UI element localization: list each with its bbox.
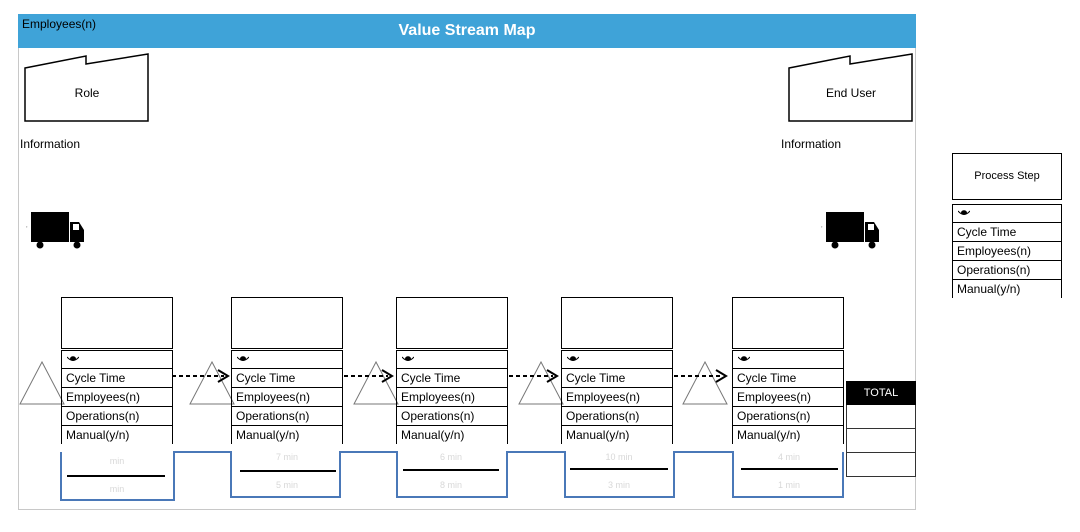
- process-step-attributes: Cycle Time Employees(n) Operations(n) Ma…: [732, 350, 844, 444]
- operations-label: Operations(n): [733, 406, 843, 425]
- employees-label: Employees(n): [733, 387, 843, 406]
- operations-label: Operations(n): [562, 406, 672, 425]
- process-step-attributes: Cycle Time Employees(n) Operations(n) Ma…: [561, 350, 673, 444]
- truck-mark-left: ,: [26, 223, 28, 229]
- legend-process-step: Process Step: [952, 153, 1062, 200]
- push-arrow-icon: [344, 369, 394, 383]
- total-cell[interactable]: [846, 453, 916, 477]
- cycle-time-label: Cycle Time: [397, 368, 507, 387]
- eye-row: [733, 350, 843, 368]
- process-step-box[interactable]: [231, 297, 343, 349]
- timeline-bottom-time: 8 min: [439, 480, 462, 490]
- customer-info-label: Information: [781, 137, 842, 151]
- eye-icon: [237, 356, 249, 361]
- operations-label: Operations(n): [232, 406, 342, 425]
- employees-label: Employees(n): [62, 387, 172, 406]
- employees-label: Employees(n): [397, 387, 507, 406]
- eye-row: [62, 350, 172, 368]
- header-bar: [18, 14, 916, 48]
- truck-icon: [826, 212, 879, 249]
- legend-employees: Employees(n): [953, 241, 1061, 260]
- cycle-time-label: Cycle Time: [733, 368, 843, 387]
- timeline-top-time: 7 min: [275, 452, 298, 462]
- timeline-top-time: 6 min: [439, 452, 462, 462]
- process-step-box[interactable]: [61, 297, 173, 349]
- manual-label: Manual(y/n): [62, 425, 172, 444]
- inventory-triangle-icon: [682, 360, 728, 405]
- eye-icon: [67, 356, 79, 361]
- eye-row: [953, 204, 1061, 222]
- process-step-box[interactable]: [396, 297, 508, 349]
- total-header: TOTAL: [846, 381, 916, 405]
- timeline-bottom-time: 3 min: [607, 480, 630, 490]
- total-cell[interactable]: [846, 429, 916, 453]
- push-arrow-icon: [674, 369, 728, 383]
- eye-icon: [958, 210, 970, 215]
- total-cell[interactable]: [846, 405, 916, 429]
- legend-attributes: Cycle Time Employees(n) Operations(n) Ma…: [952, 204, 1062, 298]
- timeline-line: [60, 451, 844, 501]
- customer-label: End User: [825, 86, 877, 100]
- vsm-frame: [18, 14, 916, 510]
- inventory-triangle-icon: [353, 360, 399, 405]
- cycle-time-label: Cycle Time: [562, 368, 672, 387]
- eye-icon: [738, 356, 750, 361]
- timeline-top-time: min: [109, 456, 125, 466]
- factory-icon: [788, 53, 913, 122]
- process-step-attributes: Cycle Time Employees(n) Operations(n) Ma…: [396, 350, 508, 444]
- manual-label: Manual(y/n): [397, 425, 507, 444]
- eye-row: [562, 350, 672, 368]
- legend-manual: Manual(y/n): [953, 279, 1061, 298]
- process-step-attributes: Cycle Time Employees(n) Operations(n) Ma…: [61, 350, 173, 444]
- process-step-box[interactable]: [561, 297, 673, 349]
- eye-icon: [402, 356, 414, 361]
- operations-label: Operations(n): [397, 406, 507, 425]
- header-left-label: Employees(n): [22, 17, 97, 31]
- operations-label: Operations(n): [62, 406, 172, 425]
- timeline-bottom-time: 1 min: [777, 480, 800, 490]
- page-title: Value Stream Map: [398, 22, 536, 39]
- supplier-label: Role: [74, 86, 100, 100]
- timeline-bottom-time: 5 min: [275, 480, 298, 490]
- eye-row: [397, 350, 507, 368]
- truck-icon: [31, 212, 84, 249]
- manual-label: Manual(y/n): [562, 425, 672, 444]
- inventory-triangle-icon: [518, 360, 564, 405]
- legend-cycle-time: Cycle Time: [953, 222, 1061, 241]
- process-step-attributes: Cycle Time Employees(n) Operations(n) Ma…: [231, 350, 343, 444]
- supplier-info-label: Information: [20, 137, 81, 151]
- timeline-top-time: 10 min: [605, 452, 633, 462]
- employees-label: Employees(n): [562, 387, 672, 406]
- employees-label: Employees(n): [232, 387, 342, 406]
- eye-row: [232, 350, 342, 368]
- timeline-top-time: 4 min: [777, 452, 800, 462]
- cycle-time-label: Cycle Time: [232, 368, 342, 387]
- push-arrow-icon: [172, 369, 230, 383]
- cycle-time-label: Cycle Time: [62, 368, 172, 387]
- manual-label: Manual(y/n): [232, 425, 342, 444]
- factory-icon: [24, 53, 149, 122]
- truck-mark-right: ,: [821, 223, 823, 229]
- inventory-triangle-icon: [189, 360, 235, 405]
- inventory-triangle-icon: [19, 360, 65, 405]
- push-arrow-icon: [509, 369, 559, 383]
- manual-label: Manual(y/n): [733, 425, 843, 444]
- legend-operations: Operations(n): [953, 260, 1061, 279]
- timeline-bottom-time: min: [109, 484, 125, 494]
- eye-icon: [567, 356, 579, 361]
- process-step-box[interactable]: [732, 297, 844, 349]
